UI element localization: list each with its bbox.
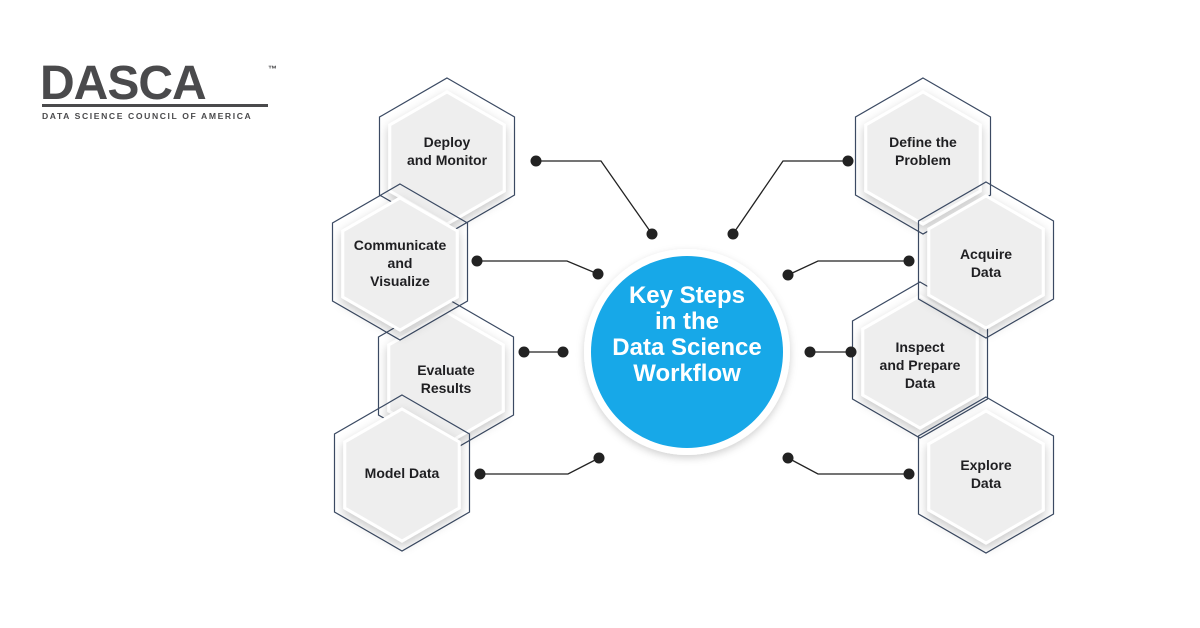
connector-dot [804,346,816,358]
step-label-line: Deploy [423,134,471,150]
step-label-line: and [387,255,413,271]
step-label-line: Visualize [370,273,430,289]
step-define-the-problem: Define the Problem [863,133,983,169]
step-inspect-and-prepare-data: Inspect and Prepare Data [860,338,980,392]
connector-acquire-data [782,255,915,281]
connector-dot [530,155,542,167]
connector-dot [646,228,658,240]
connector-line [536,160,653,235]
step-label-line: Inspect [895,339,945,355]
hexagon-fill [927,409,1045,545]
connector-dot [842,155,854,167]
logo-underline [42,104,268,107]
step-deploy-and-monitor: Deploy and Monitor [387,133,507,169]
connector-line [732,160,848,235]
hexagon-outline [331,183,469,341]
step-label-line: Results [420,380,472,396]
connector-deploy-and-monitor [530,155,658,240]
center-title-line: Data Science [612,334,762,361]
step-label-line: Problem [894,152,951,168]
hexagon-fill [343,407,461,543]
connector-communicate-and-visualize [471,255,604,280]
connector-dot [903,468,915,480]
step-label-line: Data [904,375,936,391]
connector-dot [782,452,794,464]
logo-trademark: ™ [268,64,277,74]
step-model-data: Model Data [342,464,462,482]
hexagon-fill [927,194,1045,330]
hexagon-outline [917,181,1055,339]
connector-inspect-and-prepare-data [804,346,857,358]
connector-explore-data [782,452,915,480]
connector-dot [474,468,486,480]
center-title: Key Steps in the Data Science Workflow [592,283,782,387]
step-label-line: Data [970,264,1002,280]
connector-dot [471,255,483,267]
connector-dot [845,346,857,358]
hexagon-communicate-and-visualize [331,183,469,341]
connector-line [477,260,599,275]
hexagon-outline [854,77,992,235]
logo-wordmark: DASCA [40,57,207,110]
hexagon-explore-data [917,396,1055,554]
connector-dot [593,452,605,464]
hexagon-fill [864,90,982,226]
step-label-line: Model Data [364,465,440,481]
step-communicate-and-visualize: Communicate and Visualize [340,236,460,290]
step-label-line: Communicate [353,237,447,253]
step-explore-data: Explore Data [926,456,1046,492]
connector-dot [903,255,915,267]
hexagon-acquire-data [917,181,1055,339]
step-label-line: and Prepare [879,357,961,373]
connector-dot [592,268,604,280]
connector-model-data [474,452,605,480]
center-title-line: Workflow [633,360,741,387]
hexagon-model-data [333,394,471,552]
step-label-line: Acquire [959,246,1013,262]
step-acquire-data: Acquire Data [926,245,1046,281]
step-label-line: Define the [889,134,957,150]
connector-line [787,260,909,276]
step-evaluate-results: Evaluate Results [386,361,506,397]
hexagon-define-the-problem [854,77,992,235]
hexagon-outline [333,394,471,552]
hexagon-fill [341,196,459,332]
center-title-line: Key Steps [628,282,746,309]
connector-dot [727,228,739,240]
step-label-line: and Monitor [406,152,488,168]
center-title-line: in the [655,308,719,335]
connector-dot [518,346,530,358]
step-label-line: Data [970,475,1002,491]
hexagon-outline [917,396,1055,554]
step-label-line: Explore [960,457,1012,473]
connector-line [480,457,600,475]
connector-dot [557,346,569,358]
connector-evaluate-results [518,346,569,358]
dasca-logo: DASCA ™ DATA SCIENCE COUNCIL OF AMERICA [40,57,280,122]
connector-define-the-problem [727,155,854,240]
center-circle-fill [591,256,783,448]
logo-subtitle: DATA SCIENCE COUNCIL OF AMERICA [42,111,253,121]
hexagon-inspect-and-prepare-data [851,281,989,439]
hexagon-fill [861,294,979,430]
connector-dot [782,269,794,281]
step-label-line: Evaluate [417,362,475,378]
connector-line [787,457,909,475]
